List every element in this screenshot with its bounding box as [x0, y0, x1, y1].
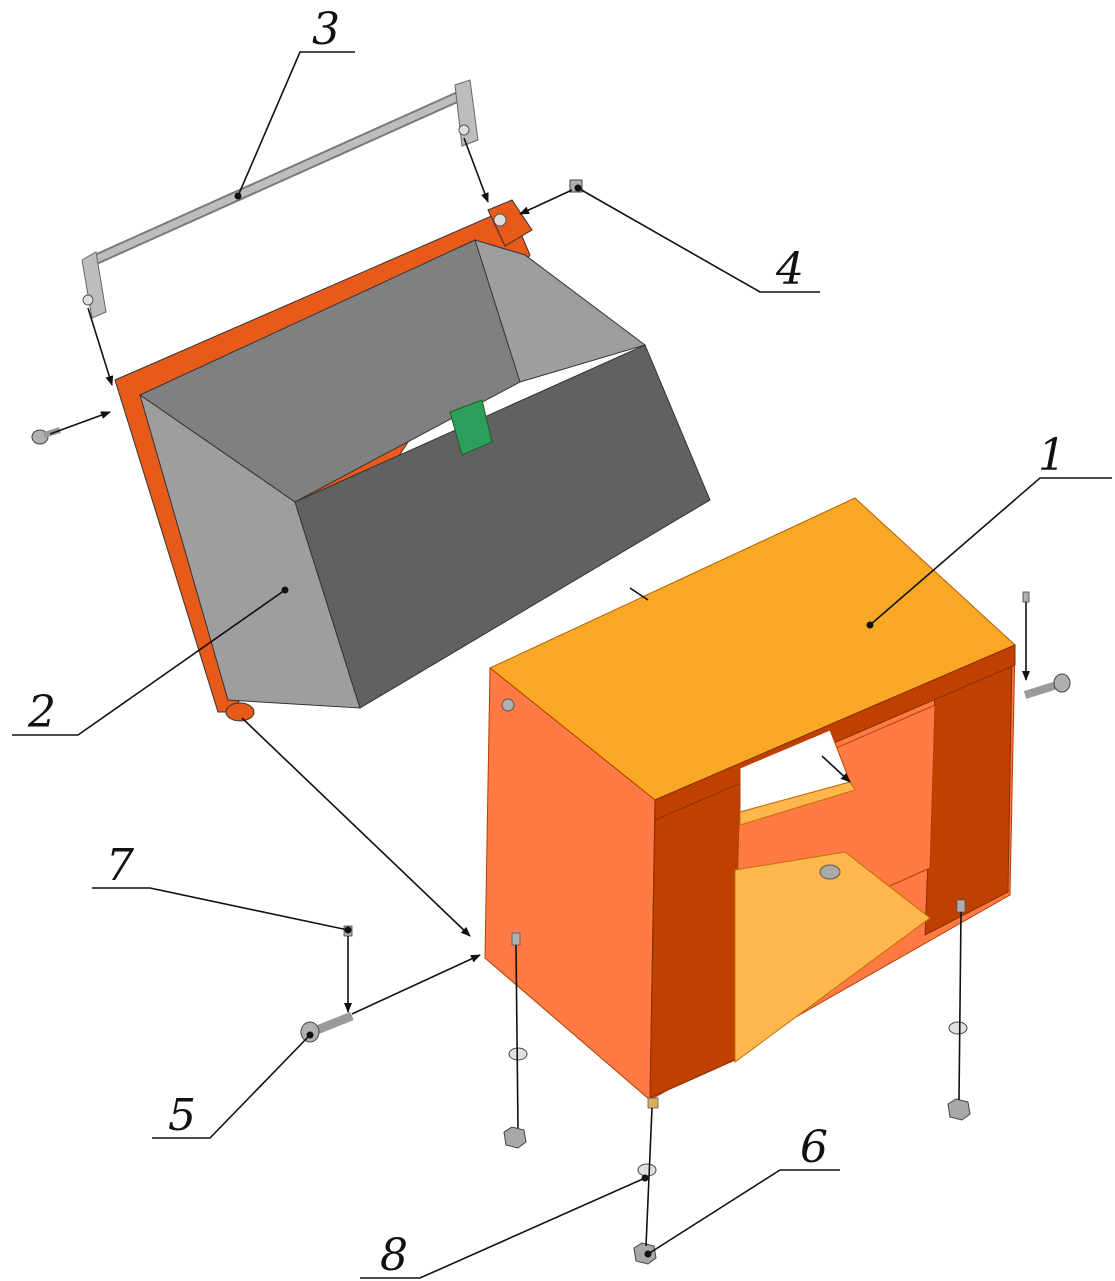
assembly-arrows: [49, 137, 1030, 1247]
callout-4: 4: [775, 244, 804, 295]
housing-inner-bolt: [819, 864, 841, 880]
hopper-front-face: [294, 344, 711, 709]
washer-right: [948, 1021, 968, 1035]
line-hopper-housing: [629, 587, 649, 601]
callout-leaders: [12, 51, 1112, 1279]
hopper-top-lug: [487, 199, 533, 247]
line-foot-left: [515, 944, 519, 1129]
arrow-pin-5: [351, 954, 481, 1015]
callout-labels: 1 2 3 4 5 6 7 8: [27, 4, 1066, 1281]
hopper-hinge-lug: [225, 702, 255, 722]
line-foot-front: [645, 1107, 653, 1247]
callout-3: 3: [312, 4, 340, 55]
arrow-bolt-4: [519, 189, 573, 215]
arrow-pin-left: [49, 411, 111, 435]
line-foot-right: [958, 911, 962, 1101]
hopper-lug-hole: [493, 213, 507, 227]
nut-right: [947, 1098, 971, 1121]
housing-front-post-left: [649, 774, 741, 1099]
callout-2: 2: [27, 687, 56, 738]
callout-1: 1: [1038, 430, 1066, 481]
housing-side-hole: [501, 698, 515, 712]
callout-6: 6: [800, 1122, 828, 1173]
housing: [484, 497, 1016, 1109]
leader-7: [92, 887, 349, 931]
arrow-inner-latch: [821, 755, 851, 783]
leader-4: [577, 187, 820, 293]
arrow-handle-left: [87, 307, 114, 386]
housing-front-post-right: [924, 659, 1013, 936]
housing-inner-shelf: [739, 781, 856, 826]
leader-1: [869, 477, 1112, 626]
arrow-handle-right: [463, 137, 489, 203]
hopper: [114, 199, 711, 722]
leader-8: [360, 1177, 646, 1279]
washer-8: [637, 1163, 657, 1177]
leader-6: [647, 1169, 840, 1255]
handle-right-bracket: [454, 79, 479, 147]
callout-7: 7: [106, 840, 134, 891]
pin-right-housing: [1022, 591, 1071, 699]
leader-3: [237, 51, 355, 197]
leader-2: [12, 589, 286, 736]
handle: [81, 79, 479, 319]
hopper-latch: [449, 399, 493, 456]
leader-5: [152, 1034, 311, 1139]
callout-8: 8: [380, 1230, 408, 1281]
arrow-hinge-to-housing: [241, 717, 471, 937]
callout-5: 5: [168, 1090, 196, 1141]
housing-inner-bottom: [734, 851, 931, 1063]
nut-left: [503, 1126, 527, 1149]
